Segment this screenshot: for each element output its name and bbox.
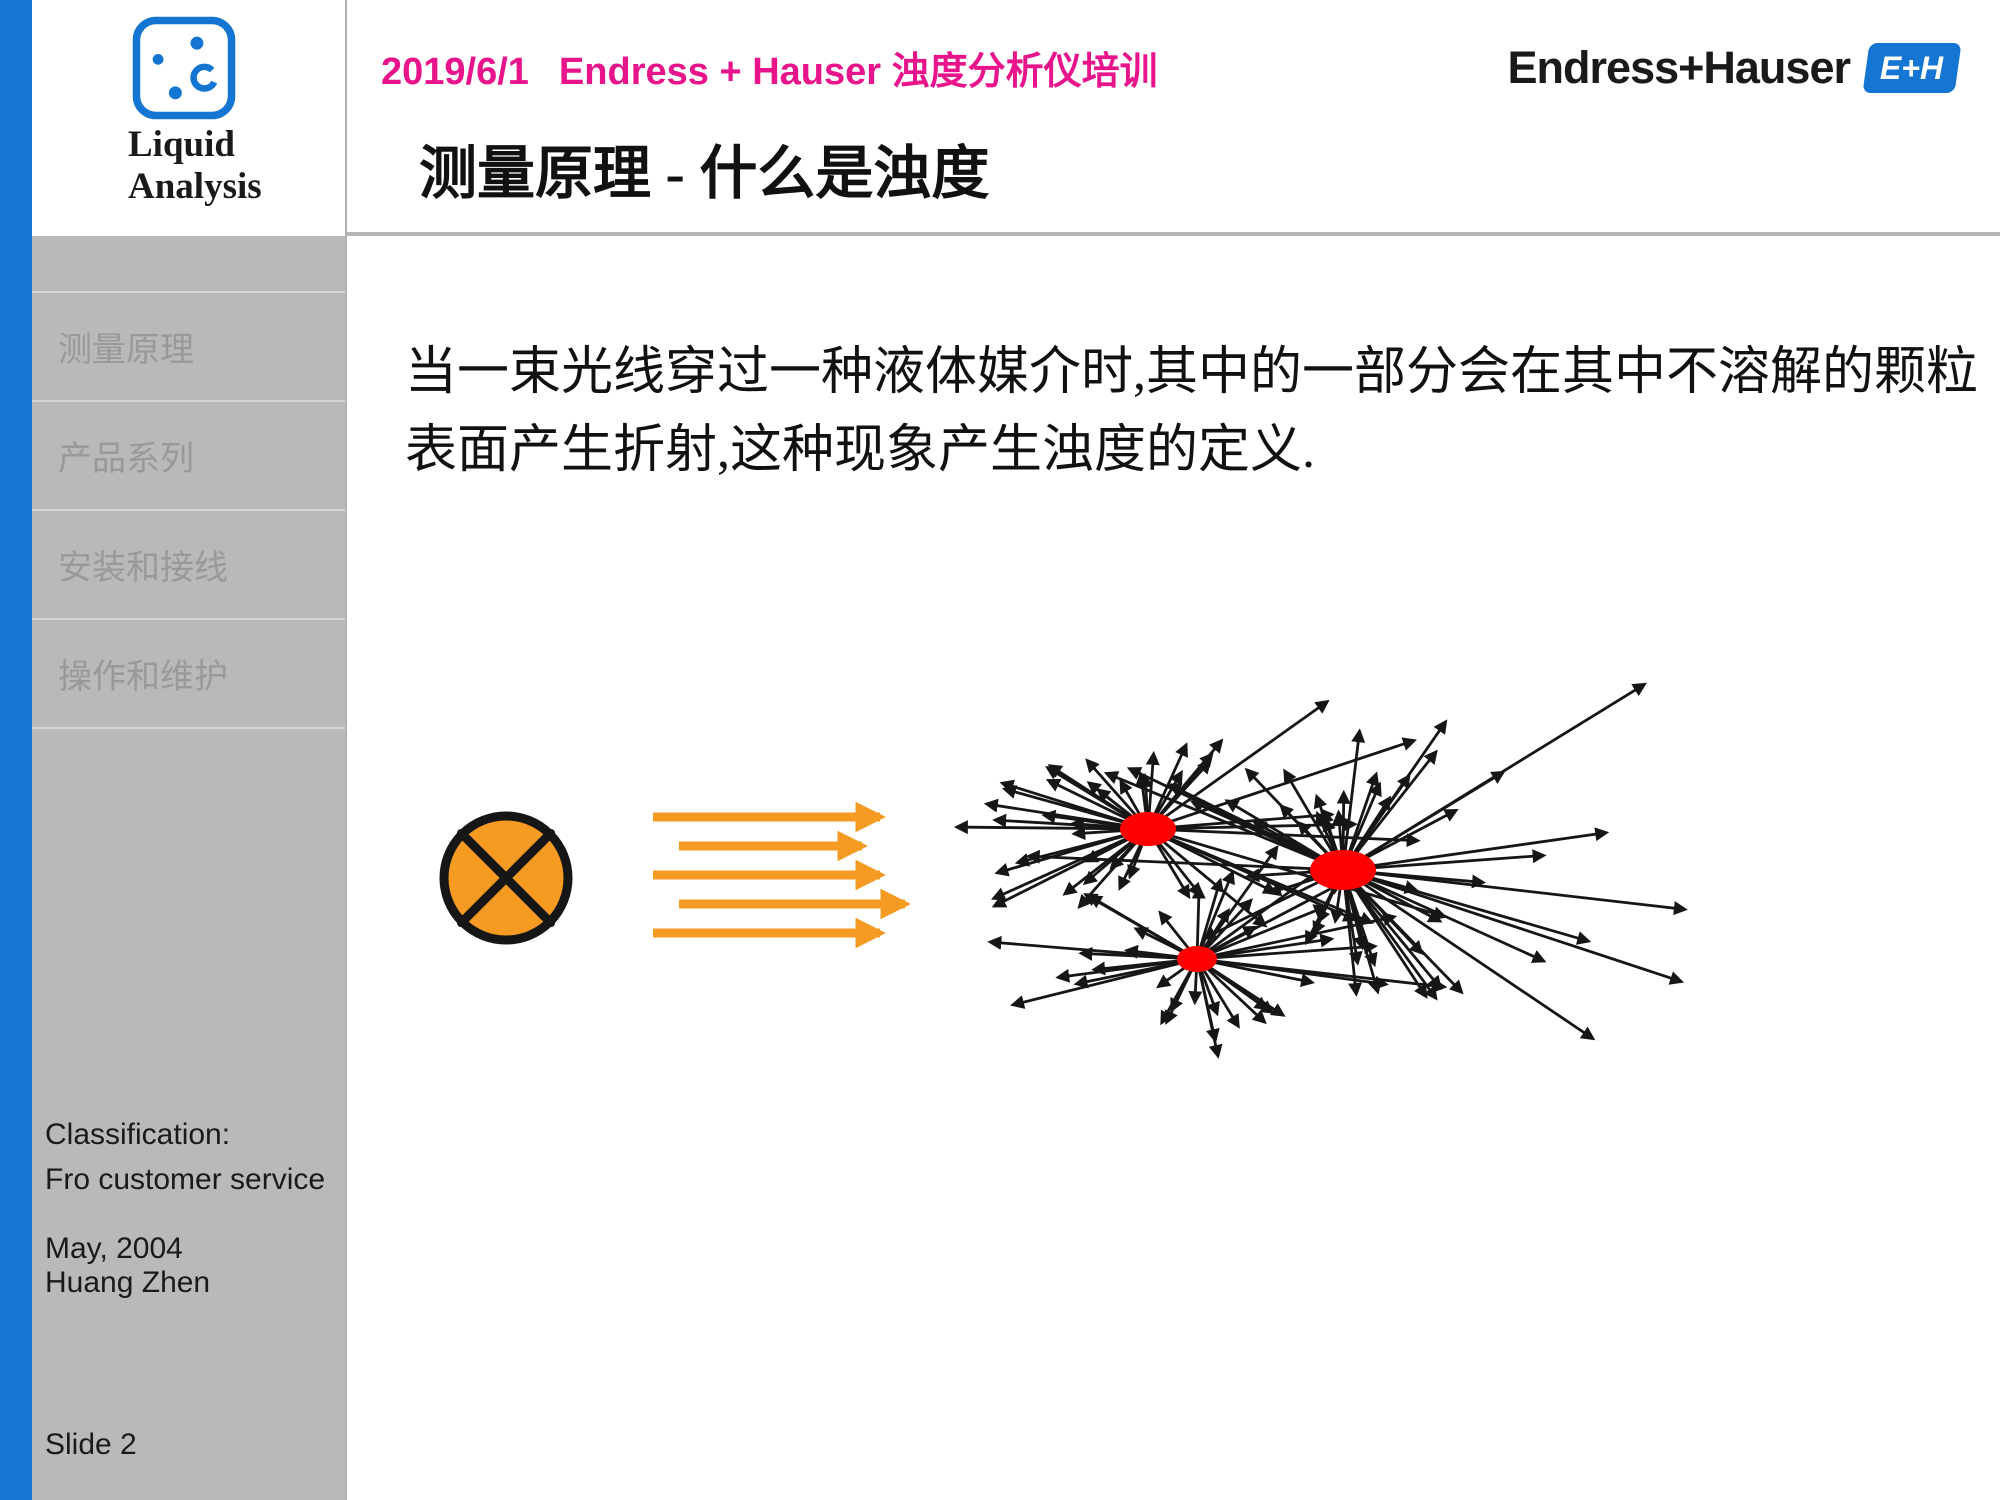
header-course: Endress + Hauser 浊度分析仪培训 bbox=[558, 51, 1158, 93]
scattered-light-ray bbox=[1341, 869, 1442, 991]
scattered-light-ray bbox=[1342, 849, 1547, 872]
scattered-light-ray bbox=[1126, 767, 1344, 872]
eh-logo-text: E+H bbox=[1880, 49, 1944, 86]
scattered-light-ray bbox=[1196, 957, 1316, 988]
header-topline: 2019/6/1 Endress + Hauser 浊度分析仪培训 bbox=[381, 40, 1158, 95]
sidebar-nav: 测量原理 产品系列 安装和接线 操作和维护 bbox=[32, 236, 345, 729]
liquid-analysis-bubbles-icon bbox=[132, 16, 236, 120]
scattered-light-ray bbox=[1196, 867, 1323, 961]
classification-label: Classification: bbox=[45, 1118, 231, 1151]
scattered-light-ray bbox=[1195, 869, 1235, 960]
sidebar-item-installation-wiring[interactable]: 安装和接线 bbox=[32, 511, 345, 620]
classification-value: Fro customer service bbox=[45, 1163, 326, 1196]
body-paragraph: 当一束光线穿过一种液体媒介时,其中的一部分会在其中不溶解的颗粒表面产生折射,这种… bbox=[405, 344, 1979, 479]
logo-line1: Liquid bbox=[128, 124, 235, 165]
header-date: 2019/6/1 bbox=[381, 51, 529, 93]
scattered-light-ray bbox=[1195, 958, 1220, 1044]
scattered-light-ray bbox=[1196, 940, 1378, 961]
scattered-light-ray bbox=[1341, 728, 1366, 871]
scattered-light-ray bbox=[1087, 895, 1198, 961]
particle-dot bbox=[1310, 850, 1376, 890]
brand-block: Endress+Hauser E+H bbox=[1507, 42, 1962, 94]
logo-area: Liquid Analysis bbox=[32, 0, 345, 236]
scattered-light-ray bbox=[1196, 933, 1335, 961]
slide-number: Slide 2 bbox=[45, 1428, 137, 1461]
scattered-light-ray bbox=[1341, 869, 1438, 1001]
logo-wordmark: Liquid Analysis bbox=[128, 124, 262, 208]
scattered-light-ray bbox=[1342, 868, 1596, 1041]
slide-main: 2019/6/1 Endress + Hauser 浊度分析仪培训 测量原理 - … bbox=[347, 0, 2000, 1500]
scattered-light-ray bbox=[1342, 868, 1685, 985]
sidebar-item-measurement-principle[interactable]: 测量原理 bbox=[32, 293, 345, 402]
scattered-light-ray bbox=[1010, 957, 1198, 1009]
scattered-light-ray bbox=[1341, 869, 1363, 997]
sidebar-item-operation-maintenance[interactable]: 操作和维护 bbox=[32, 620, 345, 729]
light-source-cross bbox=[456, 828, 556, 928]
footer-date: May, 2004 bbox=[45, 1232, 183, 1265]
particle-dot bbox=[1120, 812, 1176, 846]
logo-line2: Analysis bbox=[128, 166, 262, 207]
scattered-light-ray bbox=[953, 820, 1149, 835]
sidebar-spacer bbox=[32, 236, 345, 293]
sidebar: Liquid Analysis 测量原理 产品系列 安装和接线 操作和维护 Cl… bbox=[32, 0, 347, 1500]
scattered-light-ray bbox=[1103, 771, 1344, 872]
particle-dot bbox=[1177, 946, 1217, 972]
scattered-light-ray bbox=[1196, 904, 1328, 961]
scattered-light-ray bbox=[1196, 912, 1398, 961]
scattered-light-ray bbox=[1196, 957, 1448, 993]
slide-header: 2019/6/1 Endress + Hauser 浊度分析仪培训 测量原理 - … bbox=[347, 0, 2000, 236]
turbidity-scatter-diagram bbox=[439, 682, 1688, 1059]
footer-author: Huang Zhen bbox=[45, 1266, 211, 1299]
scattered-light-ray bbox=[1147, 699, 1330, 831]
sidebar-item-product-series[interactable]: 产品系列 bbox=[32, 402, 345, 511]
scattered-light-ray bbox=[1342, 868, 1547, 963]
scattered-light-ray bbox=[1025, 849, 1344, 872]
eh-logo-badge: E+H bbox=[1862, 43, 1962, 93]
scattered-light-ray bbox=[1342, 770, 1506, 872]
scattered-light-ray bbox=[1342, 827, 1610, 872]
brand-name: Endress+Hauser bbox=[1507, 42, 1851, 93]
scattered-light-ray bbox=[1195, 877, 1224, 960]
accent-strip bbox=[0, 0, 32, 1500]
scattered-light-ray bbox=[1147, 737, 1417, 831]
scattered-light-ray bbox=[1342, 868, 1688, 916]
page-title: 测量原理 - 什么是浊度 bbox=[419, 141, 990, 206]
